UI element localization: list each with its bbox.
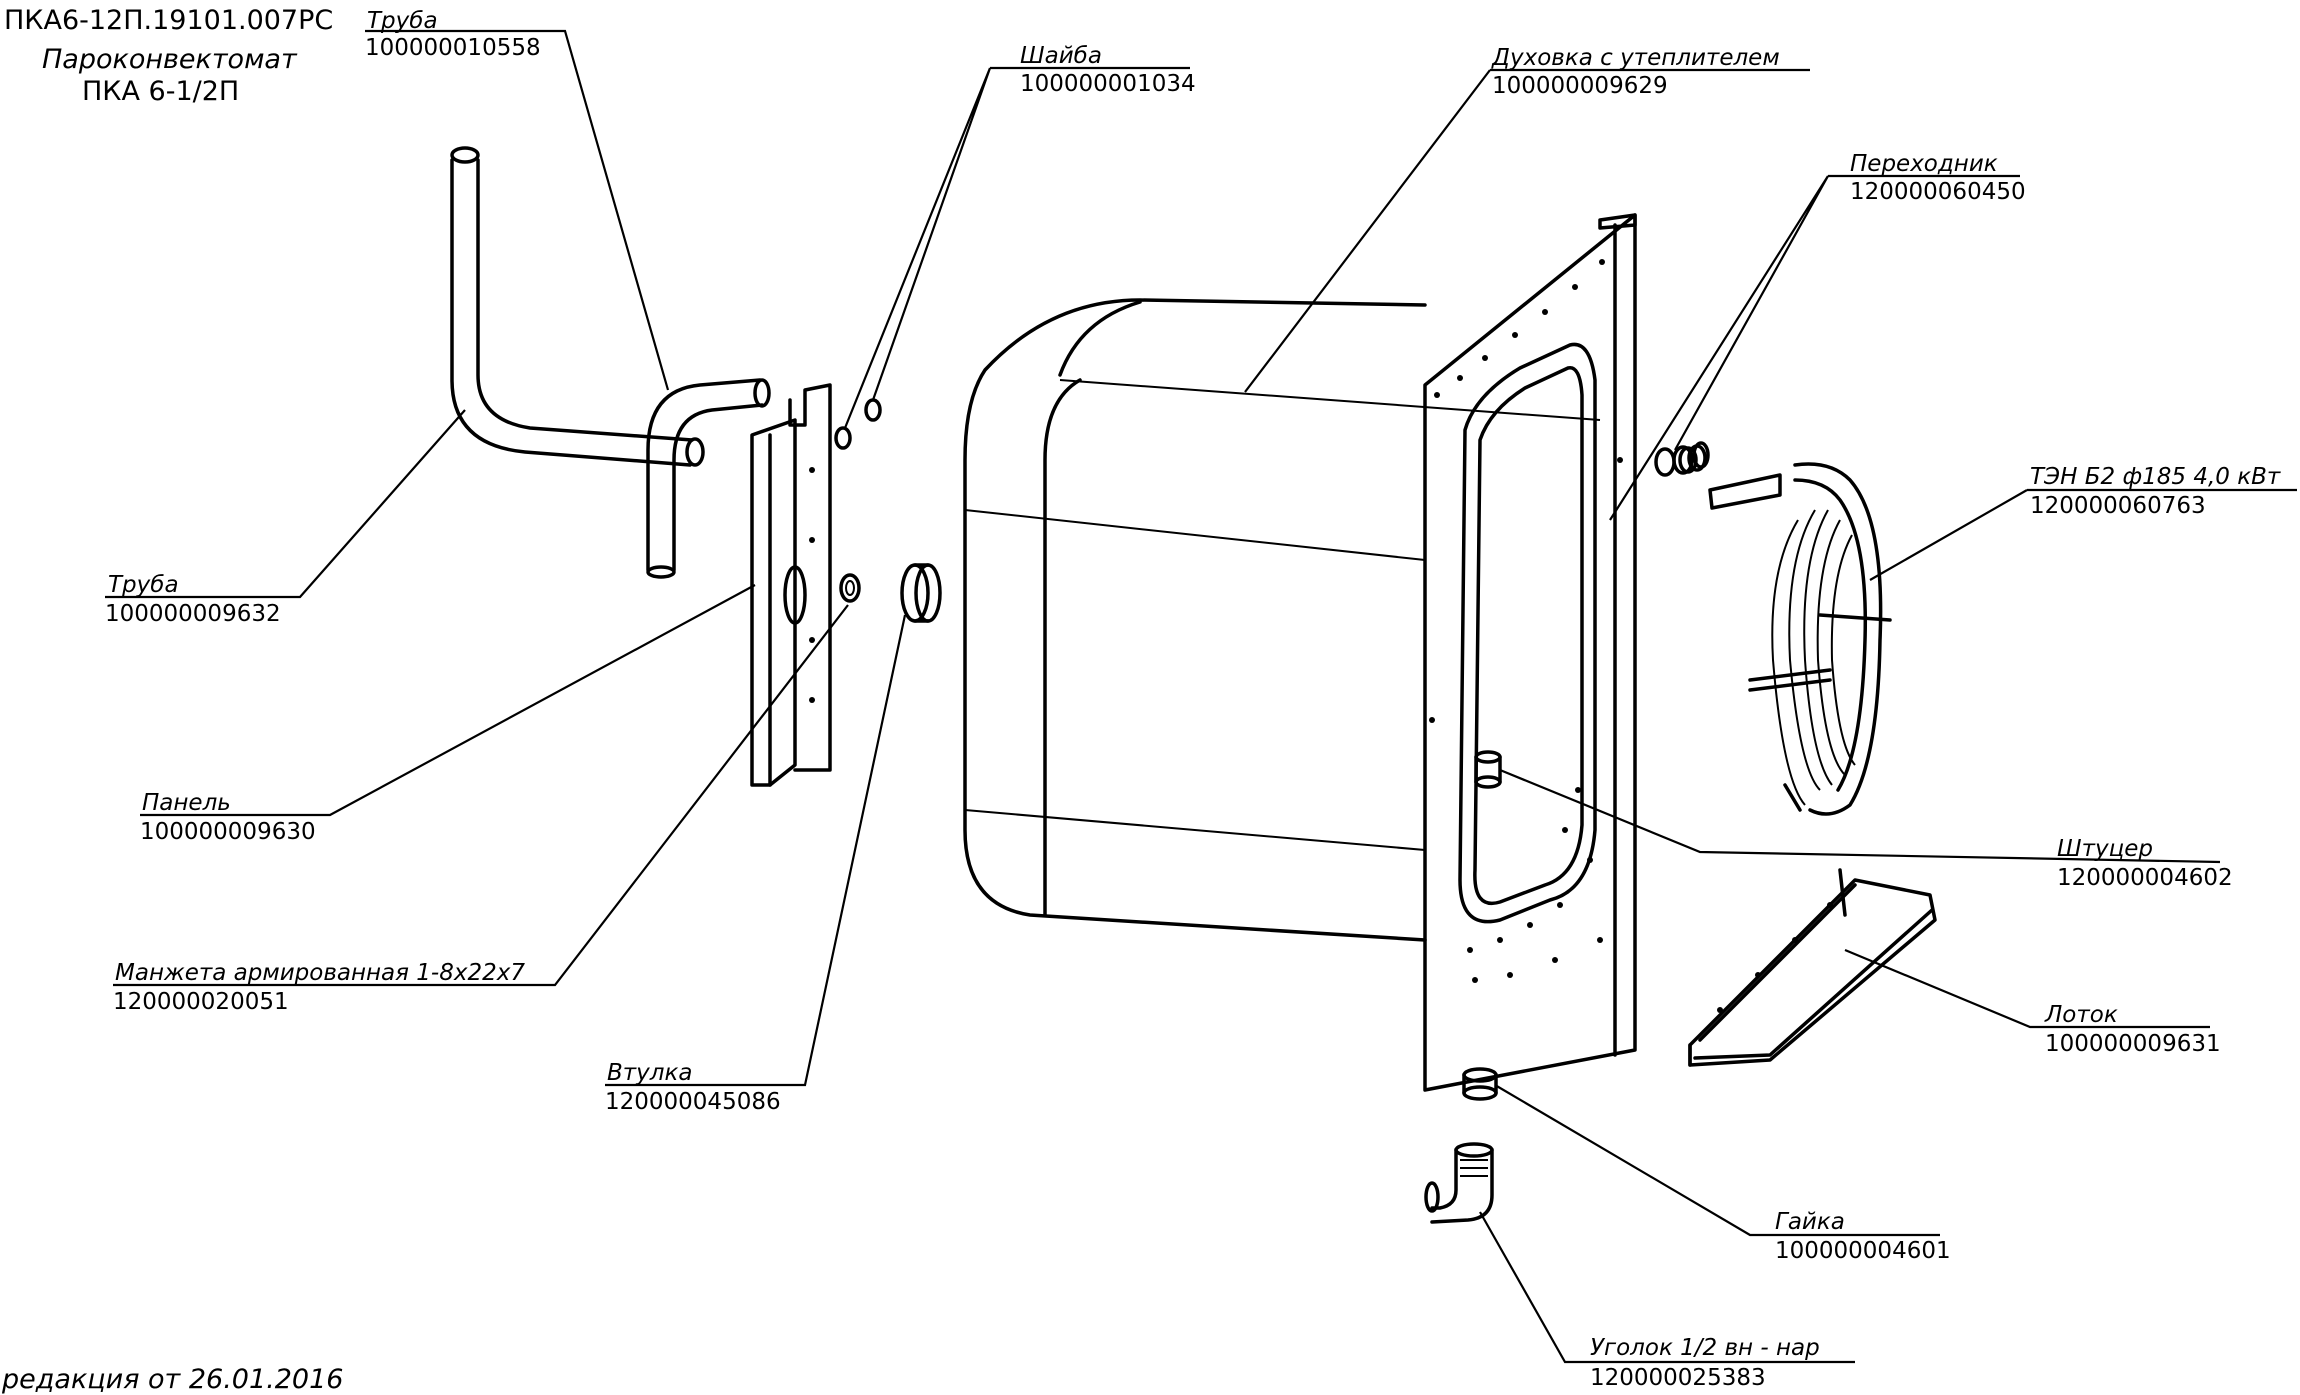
part-code: 100000004601 [1775, 1238, 1951, 1264]
part-name: Штуцер [2057, 836, 2153, 862]
part-name: Труба [367, 8, 438, 34]
washer-drawing [834, 398, 882, 450]
callout-manzheta: Манжета армированная 1-8x22x7 1200000200… [113, 604, 849, 1015]
pipe-left-drawing [450, 146, 705, 467]
part-code: 120000004602 [2057, 865, 2233, 891]
part-code: 120000060763 [2030, 493, 2206, 519]
part-name: Гайка [1775, 1209, 1845, 1235]
part-name: Лоток [2044, 1002, 2118, 1028]
bushing-drawing [900, 563, 942, 623]
callout-ten: ТЭН Б2 ф185 4,0 кВт 120000060763 [1869, 464, 2297, 581]
part-code: 120000060450 [1850, 179, 2026, 205]
callout-lotok: Лоток 100000009631 [1844, 948, 2221, 1057]
cuff-drawing [839, 573, 861, 603]
tray-drawing [1688, 868, 1937, 1067]
part-code: 100000009631 [2045, 1031, 2221, 1057]
callout-perekhodnik: Переходник 120000060450 [1609, 151, 2026, 521]
part-code: 100000010558 [365, 35, 541, 61]
callout-gaika: Гайка 100000004601 [1494, 1084, 1951, 1264]
part-code: 100000009629 [1492, 73, 1668, 99]
adapter-drawing [1654, 441, 1710, 477]
callout-panel: Панель 100000009630 [140, 584, 756, 845]
callout-truba-left: Труба 100000009632 [105, 409, 466, 627]
product-model: ПКА 6-1/2П [82, 76, 239, 107]
part-name: Переходник [1850, 151, 1998, 177]
callout-ugolok: Уголок 1/2 вн - нар 120000025383 [1479, 1211, 1855, 1391]
part-code: 120000045086 [605, 1089, 781, 1115]
part-name: ТЭН Б2 ф185 4,0 кВт [2030, 464, 2281, 490]
part-code: 100000009632 [105, 601, 281, 627]
nut-drawing [1462, 1067, 1498, 1101]
heating-element-drawing [1708, 462, 1892, 816]
part-code: 120000020051 [113, 989, 289, 1015]
part-code: 100000001034 [1020, 71, 1196, 97]
part-code: 100000009630 [140, 819, 316, 845]
product-name: Пароконвектомат [42, 44, 298, 75]
part-name: Труба [108, 572, 179, 598]
part-name: Манжета армированная 1-8x22x7 [115, 960, 525, 986]
callout-truba-top: Труба 100000010558 [365, 8, 670, 391]
pipe-top-drawing [646, 378, 771, 579]
callout-dukhovka: Духовка с утеплителем 100000009629 [1244, 45, 1810, 393]
callout-vtulka: Втулка 120000045086 [605, 614, 907, 1115]
revision-note: редакция от 26.01.2016 [1, 1364, 343, 1395]
elbow-drawing [1424, 1142, 1494, 1224]
part-code: 120000025383 [1590, 1365, 1766, 1391]
document-code: ПКА6-12П.19101.007РС [4, 5, 333, 36]
oven-drawing [963, 213, 1637, 1092]
panel-drawing [750, 383, 832, 787]
callout-shaiba: Шайба 100000001034 [843, 43, 1196, 429]
part-name: Втулка [607, 1060, 692, 1086]
part-name: Уголок 1/2 вн - нар [1590, 1335, 1820, 1361]
part-name: Шайба [1020, 43, 1102, 69]
part-name: Панель [142, 790, 231, 816]
callout-shtutser: Штуцер 120000004602 [1499, 768, 2233, 891]
part-name: Духовка с утеплителем [1491, 45, 1780, 71]
